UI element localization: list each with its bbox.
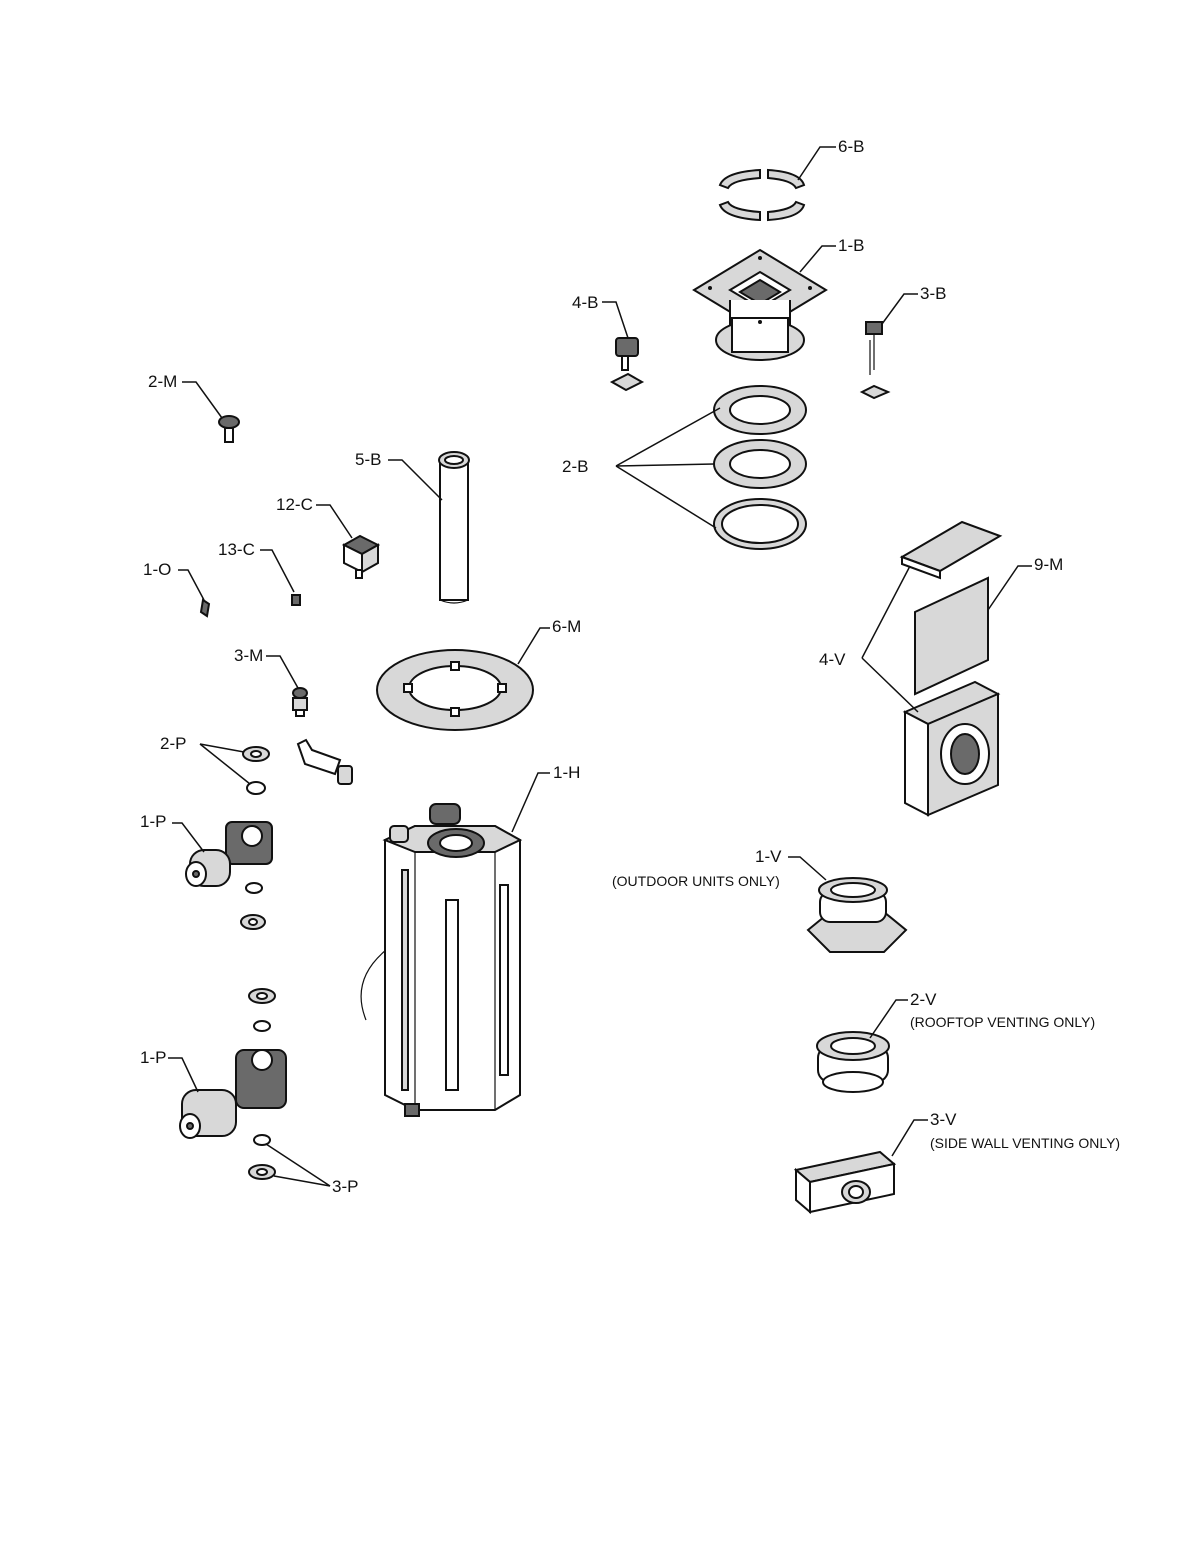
callout-1p-top: 1-P bbox=[140, 812, 167, 831]
callout-2b: 2-B bbox=[562, 457, 589, 476]
callout-9m: 9-M bbox=[1034, 555, 1064, 574]
callout-3p: 3-P bbox=[332, 1177, 359, 1196]
part-1b-flue-collar bbox=[692, 248, 828, 361]
part-1o-sensor bbox=[199, 598, 211, 618]
callout-2m: 2-M bbox=[148, 372, 178, 391]
callout-2p: 2-P bbox=[160, 734, 187, 753]
callout-3m: 3-M bbox=[234, 646, 264, 665]
part-3b-bracket bbox=[859, 321, 891, 400]
part-12c-switch bbox=[341, 534, 381, 579]
part-3p-gaskets bbox=[248, 1134, 276, 1180]
callout-1v: 1-V bbox=[755, 847, 782, 866]
callout-1h: 1-H bbox=[553, 763, 581, 782]
leader-lines bbox=[168, 146, 1032, 1187]
part-9m-filter-panel bbox=[899, 520, 1003, 696]
part-6m-ring-plate bbox=[376, 649, 534, 731]
part-1v-outdoor-terminal bbox=[806, 877, 908, 953]
callout-1p-bottom: 1-P bbox=[140, 1048, 167, 1067]
callout-1o: 1-O bbox=[143, 560, 172, 579]
callout-6b: 6-B bbox=[838, 137, 865, 156]
part-3m-fitting bbox=[292, 687, 308, 717]
part-1h-heat-exchanger bbox=[360, 803, 523, 1117]
part-2v-rooftop-terminal bbox=[816, 1031, 890, 1093]
part-pipe-elbow bbox=[296, 738, 353, 785]
part-2m-fitting bbox=[218, 415, 240, 443]
part-5b-tube bbox=[438, 451, 470, 604]
part-4v-vent-box bbox=[902, 680, 1001, 817]
callout-4v: 4-V bbox=[819, 650, 846, 669]
part-3v-sidewall-terminal bbox=[793, 1150, 897, 1215]
note-rooftop-venting-only: (ROOFTOP VENTING ONLY) bbox=[910, 1014, 1096, 1030]
part-6b-split-ring bbox=[718, 168, 806, 222]
callout-13c: 13-C bbox=[218, 540, 255, 559]
part-2b-gaskets bbox=[713, 385, 807, 550]
callout-1b: 1-B bbox=[838, 236, 865, 255]
part-1p-pump-top bbox=[185, 821, 273, 930]
part-1p-pump-bottom bbox=[179, 988, 287, 1139]
note-side-wall-venting-only: (SIDE WALL VENTING ONLY) bbox=[930, 1135, 1121, 1151]
part-13c-clip bbox=[291, 594, 301, 606]
part-4b-sensor bbox=[609, 337, 645, 392]
callout-3v: 3-V bbox=[930, 1110, 957, 1129]
callout-5b: 5-B bbox=[355, 450, 382, 469]
note-outdoor-units-only: (OUTDOOR UNITS ONLY) bbox=[612, 873, 780, 889]
part-2p-gaskets bbox=[242, 746, 270, 795]
callout-12c: 12-C bbox=[276, 495, 313, 514]
callout-4b: 4-B bbox=[572, 293, 599, 312]
callout-6m: 6-M bbox=[552, 617, 582, 636]
callout-2v: 2-V bbox=[910, 990, 937, 1009]
callout-3b: 3-B bbox=[920, 284, 947, 303]
